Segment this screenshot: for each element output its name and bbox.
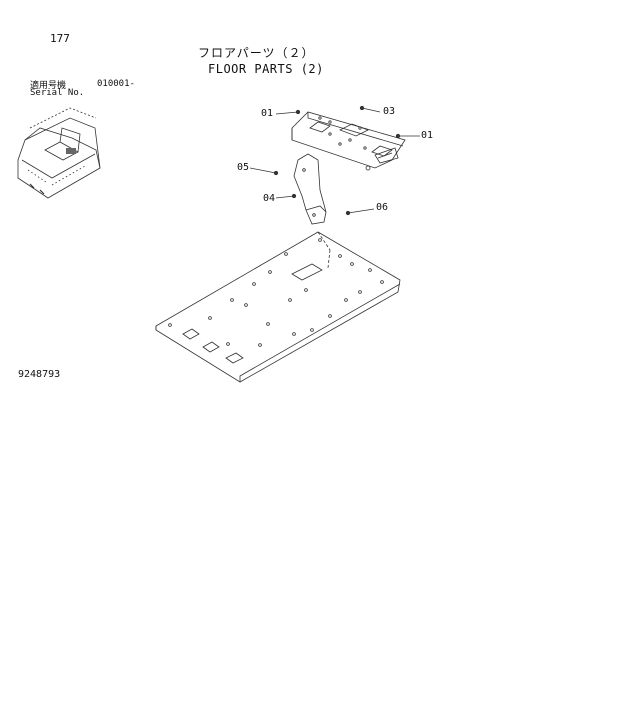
callout-label: 04: [263, 193, 276, 204]
upper-floor-plate: [291, 111, 406, 171]
callout-label: 05: [237, 162, 250, 173]
serial-label-japanese: 適用号機: [30, 81, 67, 91]
page-number: 177: [50, 32, 70, 45]
bracket-part: [293, 153, 327, 225]
leader-lines: [249, 105, 420, 216]
page-title-english: FLOOR PARTS (2): [208, 62, 324, 76]
main-floor-plate: [155, 231, 401, 383]
serial-range: 010001-: [97, 79, 135, 89]
callout-label: 01: [261, 108, 274, 119]
serial-label-english: Serial No.: [30, 88, 85, 98]
machine-thumbnail: [17, 107, 101, 199]
page-title-japanese: フロアパーツ（２）: [198, 46, 315, 60]
drawing-number: 9248793: [18, 369, 61, 380]
callout-label: 03: [383, 106, 396, 117]
callout-label: 01: [421, 130, 434, 141]
callout-label: 06: [376, 202, 389, 213]
